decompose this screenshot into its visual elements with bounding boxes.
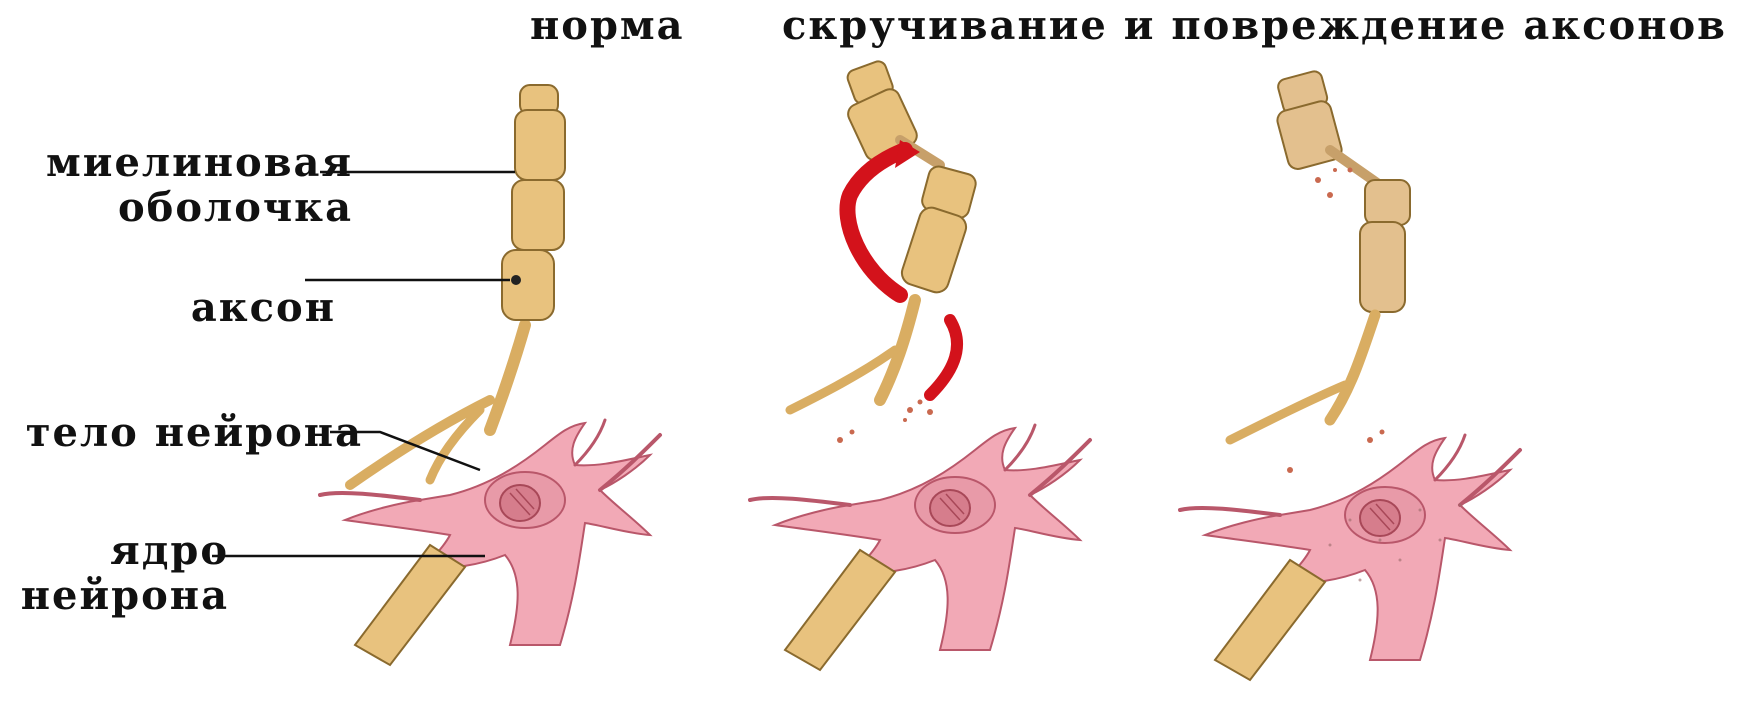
panel-damage — [1180, 70, 1520, 680]
panel-normal — [212, 85, 660, 665]
panel-twisting — [750, 59, 1090, 670]
